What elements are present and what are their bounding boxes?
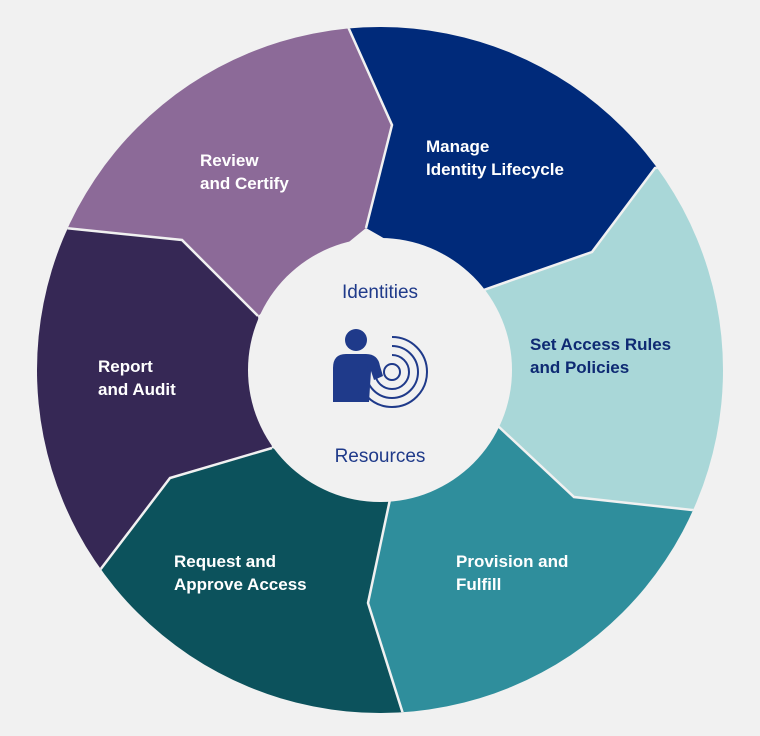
label-manage-identity-lifecycle: Manage Identity Lifecycle	[426, 137, 564, 179]
label-report-and-audit: Report and Audit	[98, 357, 176, 399]
segment-labels: Manage Identity Lifecycle Set Access Rul…	[98, 137, 676, 594]
person-with-radar-rings-icon	[333, 329, 428, 408]
segments-group	[37, 27, 723, 713]
hub-top-label: Identities	[342, 282, 418, 303]
hub-bottom-label: Resources	[335, 446, 426, 467]
label-provision-and-fulfill: Provision and Fulfill	[456, 552, 573, 594]
segment-set-access-rules	[478, 150, 723, 510]
label-request-and-approve: Request and Approve Access	[174, 552, 307, 594]
label-set-access-rules: Set Access Rules and Policies	[530, 335, 676, 377]
label-review-and-certify: Review and Certify	[200, 151, 289, 193]
